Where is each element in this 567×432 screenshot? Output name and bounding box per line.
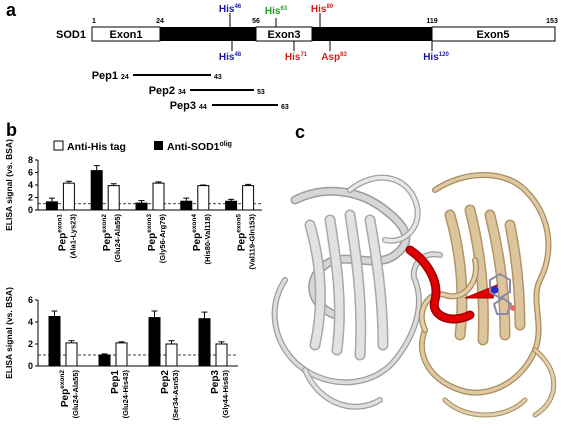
protein-subunit-tan bbox=[418, 172, 557, 418]
x-tick-sublabel: (His80-Val118) bbox=[203, 214, 212, 265]
x-tick-label: Pepexon2 bbox=[101, 214, 113, 252]
peptide-end: 53 bbox=[257, 89, 265, 96]
y-tick-label: 0 bbox=[28, 361, 33, 371]
x-tick-sublabel: (Glu24-Ala55) bbox=[113, 214, 122, 263]
peptide-start: 44 bbox=[199, 104, 207, 111]
panel-label-c: c bbox=[295, 122, 306, 142]
residue-label: His120 bbox=[423, 52, 449, 63]
y-tick-label: 6 bbox=[28, 168, 33, 178]
residue-label: Asp83 bbox=[321, 52, 347, 63]
peptide-end: 43 bbox=[214, 74, 222, 81]
bar bbox=[45, 201, 58, 211]
bar bbox=[180, 200, 193, 211]
exon-label-5: Exon5 bbox=[476, 29, 509, 41]
exon5-box bbox=[431, 26, 556, 42]
x-tick-sublabel: (Glu24-Ala55) bbox=[71, 370, 80, 419]
panel-label-a: a bbox=[6, 0, 17, 20]
position-label: 24 bbox=[156, 18, 164, 25]
exon2-region bbox=[160, 27, 256, 41]
metal-ion bbox=[491, 286, 499, 294]
legend-label-filled: Anti-SOD1olig bbox=[167, 141, 232, 153]
position-label: 119 bbox=[426, 18, 437, 25]
metal-ion bbox=[510, 305, 516, 311]
panel-label-b: b bbox=[6, 120, 17, 140]
y-tick-label: 2 bbox=[28, 193, 33, 203]
peptide-end: 63 bbox=[281, 104, 289, 111]
y-tick-label: 4 bbox=[28, 317, 33, 327]
x-tick-sublabel: (Ser34-Asn53) bbox=[171, 370, 180, 421]
bar bbox=[215, 343, 228, 367]
peptide-name: Pep1 bbox=[92, 70, 118, 82]
y-axis-label: ELISA signal (vs. BSA) bbox=[4, 287, 14, 379]
bar bbox=[90, 170, 103, 211]
y-tick-label: 8 bbox=[28, 155, 33, 165]
peptide-name: Pep2 bbox=[149, 85, 175, 97]
bar bbox=[107, 185, 120, 211]
x-tick-label: Pepexon5 bbox=[236, 214, 248, 252]
x-tick-label: Pepexon2 bbox=[59, 370, 71, 408]
position-label: 1 bbox=[92, 18, 96, 25]
y-tick-label: 0 bbox=[28, 205, 33, 215]
exon-label-1: Exon1 bbox=[109, 29, 142, 41]
x-tick-label: Pep2 bbox=[160, 370, 171, 394]
residue-label: His71 bbox=[285, 52, 308, 63]
bar bbox=[197, 185, 210, 211]
bar bbox=[98, 354, 111, 367]
x-tick-label: Pep1 bbox=[110, 370, 121, 394]
x-tick-sublabel: (Val119-Gln153) bbox=[248, 214, 257, 270]
legend-swatch-open bbox=[53, 140, 64, 151]
metal-site bbox=[489, 272, 516, 315]
bar bbox=[225, 200, 238, 211]
bar-chart-exons: 0 2 4 6 8 ELISA signal (vs. BSA) Pepexon1(Ala1… bbox=[4, 139, 262, 270]
bar bbox=[165, 343, 178, 367]
peptide-start: 34 bbox=[178, 89, 186, 96]
y-axis-label: ELISA signal (vs. BSA) bbox=[4, 139, 14, 231]
peptide-start: 24 bbox=[121, 74, 129, 81]
bar bbox=[242, 185, 255, 211]
exon-label-3: Exon3 bbox=[267, 29, 300, 41]
protein-subunit-gray bbox=[271, 174, 443, 410]
position-label: 153 bbox=[546, 18, 558, 25]
bar bbox=[62, 182, 75, 211]
y-tick-label: 2 bbox=[28, 339, 33, 349]
x-tick-label: Pepexon1 bbox=[56, 214, 68, 252]
bar bbox=[65, 342, 78, 367]
bar bbox=[135, 202, 148, 211]
residue-label: His63 bbox=[265, 6, 288, 17]
x-tick-sublabel: (Glu24-His43) bbox=[121, 370, 130, 419]
protein-name: SOD1 bbox=[56, 29, 86, 41]
x-tick-label: Pepexon4 bbox=[191, 214, 203, 252]
bar bbox=[152, 182, 165, 211]
bar bbox=[115, 342, 128, 367]
x-tick-sublabel: (Gly44-His63) bbox=[221, 369, 230, 417]
chart-legend: Anti-His tag Anti-SOD1olig bbox=[53, 140, 232, 153]
x-tick-sublabel: (Gly56-Arg79) bbox=[158, 214, 167, 264]
position-label: 56 bbox=[252, 18, 260, 25]
x-tick-sublabel: (Ala1-Lys23) bbox=[68, 214, 77, 259]
x-tick-label: Pep3 bbox=[210, 370, 221, 394]
bar bbox=[198, 318, 211, 367]
residue-label: His80 bbox=[311, 4, 334, 15]
bar bbox=[48, 316, 61, 367]
protein-structure bbox=[271, 172, 557, 418]
sod1-domain-diagram: SOD1 Exon1 Exon3 Exon5 1 24 56 119 153 H… bbox=[56, 4, 558, 112]
residue-label: His46 bbox=[219, 4, 242, 15]
residue-label: His48 bbox=[219, 52, 242, 63]
legend-swatch-filled bbox=[154, 141, 163, 150]
peptide-name: Pep3 bbox=[170, 100, 196, 112]
y-tick-label: 4 bbox=[28, 180, 33, 190]
x-tick-label: Pepexon3 bbox=[146, 214, 158, 252]
legend-label-open: Anti-His tag bbox=[67, 141, 126, 153]
y-tick-label: 6 bbox=[28, 295, 33, 305]
exon4-region bbox=[312, 27, 432, 41]
bar bbox=[148, 317, 161, 367]
